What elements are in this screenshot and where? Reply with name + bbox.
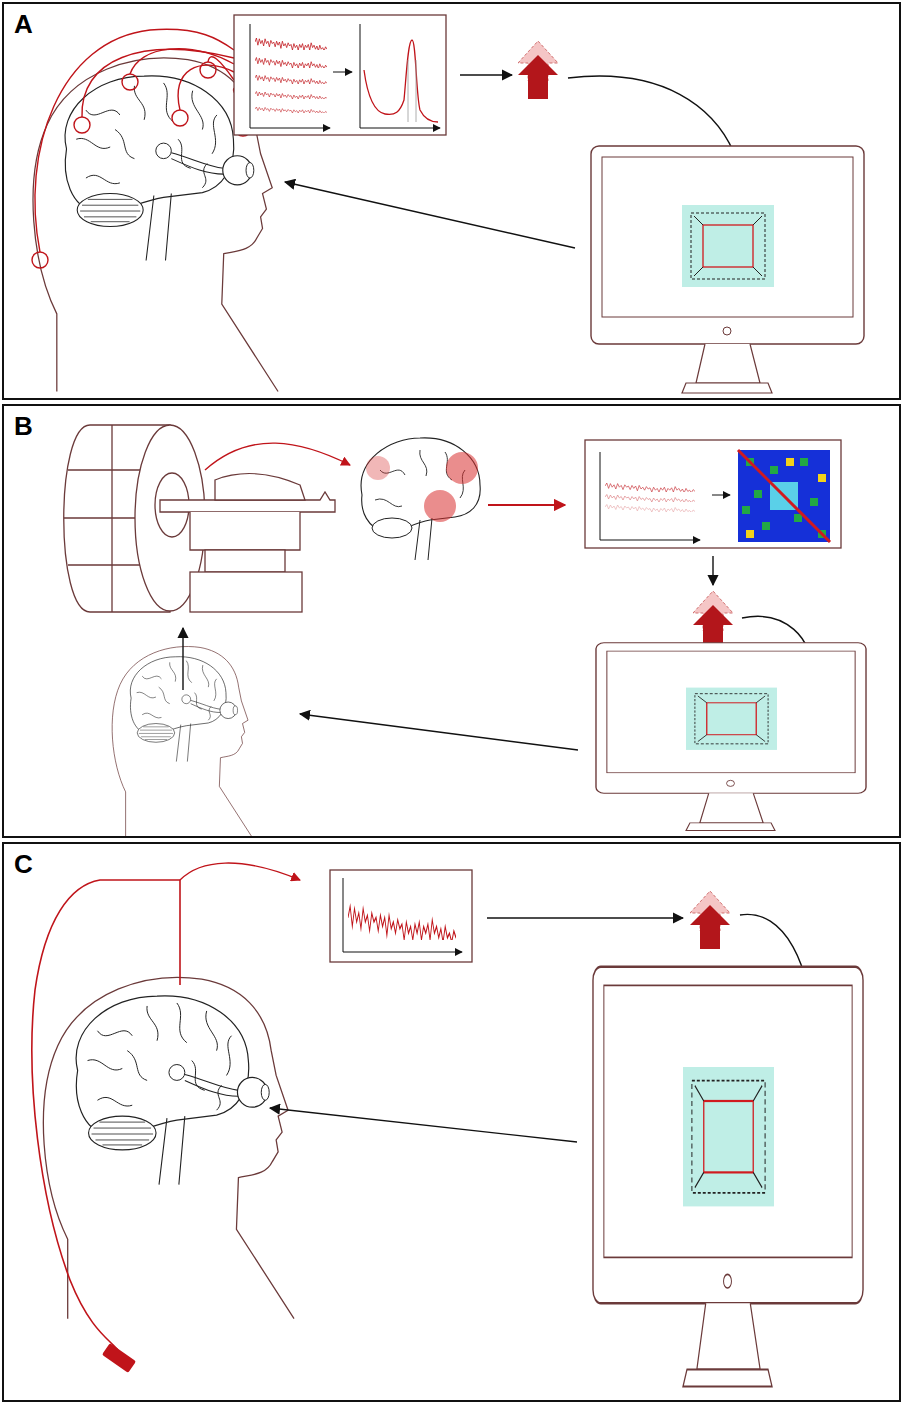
activated-brain [361, 438, 480, 560]
mri-scanner [64, 425, 335, 612]
flow-arrow [182, 628, 183, 690]
flow-arrow [270, 1108, 577, 1142]
head-profile [112, 647, 251, 836]
neural-signal-box [330, 870, 472, 962]
implant-wire [32, 863, 300, 1373]
feedback-arrow [693, 591, 733, 649]
eeg-signal-box [234, 15, 446, 135]
flow-arrow [487, 917, 683, 918]
signal-arrow [488, 504, 565, 506]
flow-arrow [460, 74, 512, 75]
flow-arrow [300, 714, 578, 750]
head-profile [43, 977, 294, 1318]
flow-arrow [712, 556, 713, 585]
feedback-arrow [690, 891, 730, 949]
panel-letter: A [4, 4, 33, 39]
flow-arrow [285, 182, 575, 248]
fmri-signal-box [585, 440, 841, 548]
signal-wire [205, 443, 350, 470]
figure-panel: B [2, 404, 901, 838]
figure-panel: C [2, 842, 901, 1402]
monitor [591, 146, 864, 393]
monitor [593, 967, 863, 1387]
eeg-electrodes [32, 29, 251, 268]
panel-letter: C [4, 844, 33, 879]
figure-panel: A [2, 2, 901, 400]
monitor [596, 643, 866, 831]
panel-letter: B [4, 406, 33, 441]
feedback-arrow [518, 41, 558, 99]
